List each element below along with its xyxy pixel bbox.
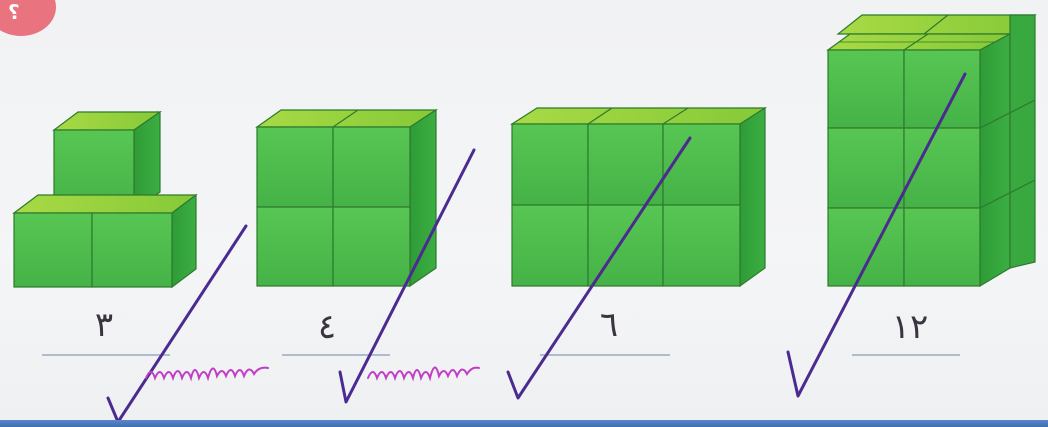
- question-badge-label: ؟: [8, 0, 20, 24]
- figure-12-cubes: [826, 14, 1037, 288]
- question-badge: ؟: [0, 0, 56, 36]
- check-mark-icon: [338, 148, 476, 404]
- check-mark-icon: [786, 72, 967, 398]
- figure-4-cubes: [255, 108, 439, 288]
- answer-figure-2: ٤: [318, 307, 336, 347]
- figure-3-cubes: [12, 110, 198, 289]
- answer-figure-4: ١٢: [892, 307, 929, 347]
- scribble-icon: [367, 366, 480, 382]
- answer-figure-3: ٦: [600, 305, 618, 345]
- page-bottom-rule: [0, 420, 1048, 427]
- scribble-icon: [145, 366, 269, 382]
- scribble-marks: [145, 366, 480, 382]
- answer-figure-1: ٣: [95, 305, 113, 345]
- check-marks: [106, 72, 967, 424]
- figure-6-cubes: [509, 106, 768, 288]
- check-mark-icon: [506, 136, 692, 400]
